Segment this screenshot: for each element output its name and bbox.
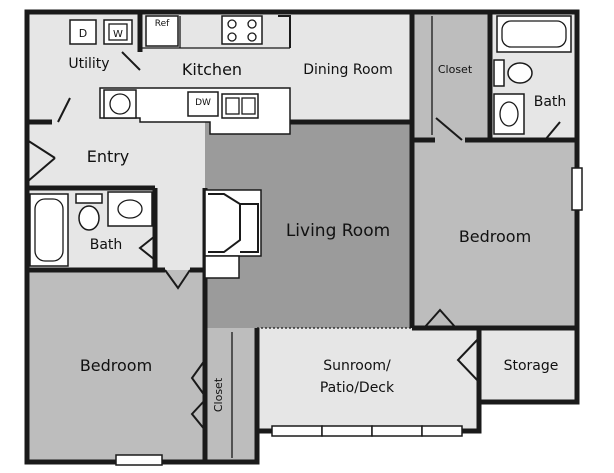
bedroom-left-door[interactable] bbox=[164, 269, 191, 290]
washer-label: W bbox=[113, 29, 123, 40]
floor-entry bbox=[27, 122, 205, 188]
floor-closet-top bbox=[412, 12, 490, 140]
utility-door[interactable] bbox=[57, 51, 141, 123]
kitchen-counter-corner bbox=[278, 15, 291, 48]
stove bbox=[221, 15, 263, 45]
room-label-bath-top-right: Bath bbox=[534, 94, 567, 110]
sink-basin bbox=[225, 97, 240, 115]
toilet-right-icon bbox=[507, 62, 533, 84]
room-label-storage: Storage bbox=[504, 358, 559, 374]
sink-icon bbox=[117, 199, 143, 219]
pantry bbox=[204, 255, 240, 279]
burner-icon bbox=[247, 32, 257, 42]
bathtub bbox=[29, 193, 69, 267]
dishwasher bbox=[187, 91, 219, 117]
room-label-closet-top: Closet bbox=[438, 63, 473, 76]
water-heater-icon bbox=[109, 93, 131, 115]
window-right bbox=[571, 167, 583, 211]
room-label-utility: Utility bbox=[68, 56, 109, 72]
room-label-bedroom-right: Bedroom bbox=[459, 227, 531, 246]
bathtub-basin bbox=[34, 198, 64, 262]
closet-bottom-door[interactable] bbox=[190, 359, 206, 431]
floor-hall bbox=[155, 188, 205, 270]
bathtub-right-basin bbox=[501, 20, 567, 48]
floor-storage bbox=[479, 328, 577, 402]
entry-door[interactable] bbox=[26, 139, 56, 183]
room-label-closet-bottom: Closet bbox=[212, 377, 225, 412]
window-bottom bbox=[115, 454, 163, 466]
dishwasher-label: DW bbox=[195, 98, 211, 108]
refrigerator-label: Ref bbox=[155, 19, 170, 29]
burner-icon bbox=[227, 32, 237, 42]
bedroom-right-door[interactable] bbox=[423, 308, 457, 329]
room-label-dining: Dining Room bbox=[303, 62, 393, 78]
room-label-sunroom-line1: Sunroom/ bbox=[323, 358, 391, 374]
room-label-bath-left: Bath bbox=[90, 237, 123, 253]
room-label-entry: Entry bbox=[87, 147, 130, 166]
floor-bedroom-left bbox=[27, 270, 205, 462]
fireplace-icon bbox=[208, 193, 259, 253]
room-label-sunroom-line2: Patio/Deck bbox=[320, 380, 395, 396]
floor-bedroom-right bbox=[412, 140, 577, 328]
sink-basin bbox=[241, 97, 256, 115]
room-label-living-room: Living Room bbox=[286, 221, 390, 241]
room-label-bedroom-left: Bedroom bbox=[80, 356, 152, 375]
sink-right-icon bbox=[499, 101, 519, 127]
toilet-tank bbox=[75, 193, 103, 204]
dryer-label: D bbox=[79, 27, 87, 40]
floor-sunroom bbox=[257, 328, 479, 431]
sunroom-windows bbox=[271, 425, 463, 437]
vanity bbox=[107, 191, 153, 227]
burner-icon bbox=[227, 19, 237, 29]
dryer bbox=[69, 19, 97, 45]
sunroom-door[interactable] bbox=[456, 337, 480, 383]
toilet-icon bbox=[78, 205, 100, 231]
vanity-right bbox=[493, 93, 525, 135]
washer-lid bbox=[108, 23, 128, 41]
floor-closet-bottom bbox=[205, 328, 257, 462]
closet-top-door[interactable] bbox=[435, 117, 463, 141]
bath-left-door[interactable] bbox=[138, 235, 156, 261]
bath-right-door[interactable] bbox=[544, 121, 561, 141]
bathtub-right bbox=[496, 15, 572, 53]
burner-icon bbox=[247, 19, 257, 29]
water-heater bbox=[103, 89, 137, 119]
toilet-right-tank bbox=[493, 59, 505, 87]
refrigerator bbox=[145, 15, 179, 47]
room-label-kitchen: Kitchen bbox=[182, 60, 242, 79]
